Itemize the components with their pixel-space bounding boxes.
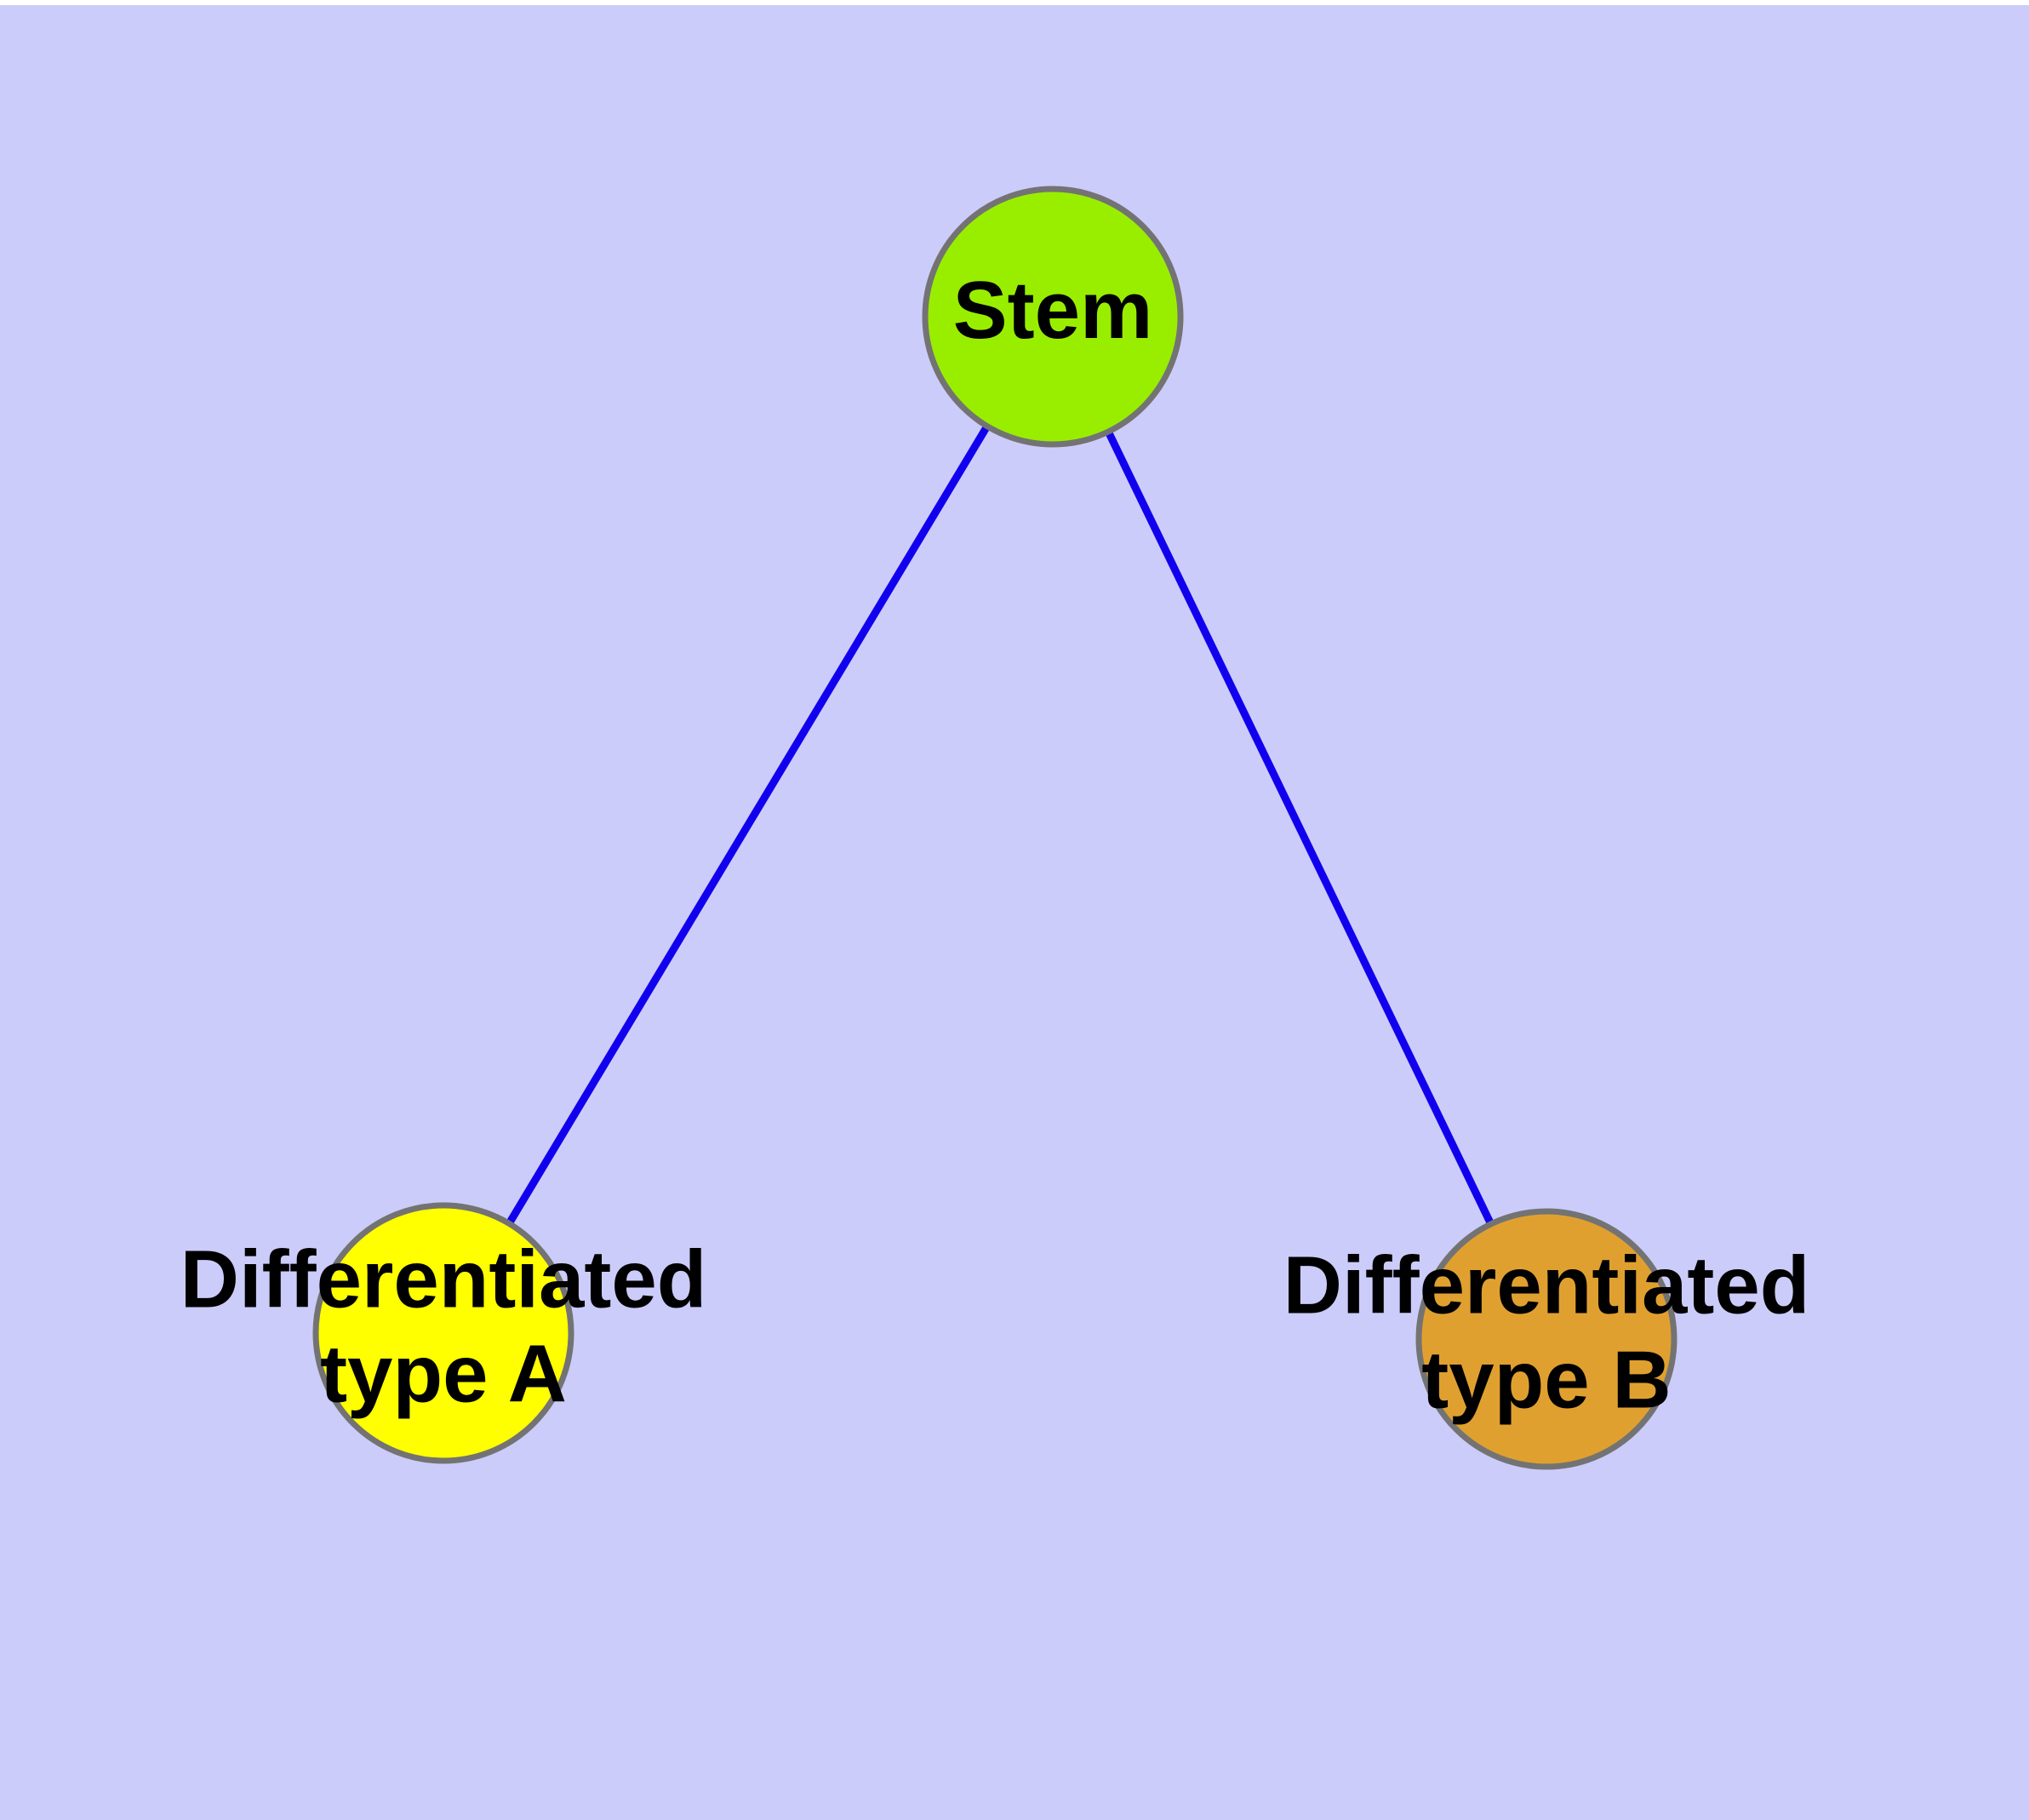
node-label-line: Differentiated [180,1234,707,1325]
node-label-line: type A [320,1329,567,1420]
node-label-line: type B [1421,1335,1671,1426]
node-diff_b[interactable] [1415,1208,1677,1470]
node-label-line: Stem [953,265,1153,356]
edge-stem-diff_a [440,314,1056,1336]
node-label-line: Differentiated [1283,1240,1810,1331]
node-stem[interactable] [922,186,1184,448]
edge-stem-diff_b [1049,315,1551,1341]
node-diff_a[interactable] [312,1202,574,1464]
nodes-group [312,186,1677,1470]
node-label-stem: Stem [953,265,1153,356]
edges-group [440,314,1551,1341]
